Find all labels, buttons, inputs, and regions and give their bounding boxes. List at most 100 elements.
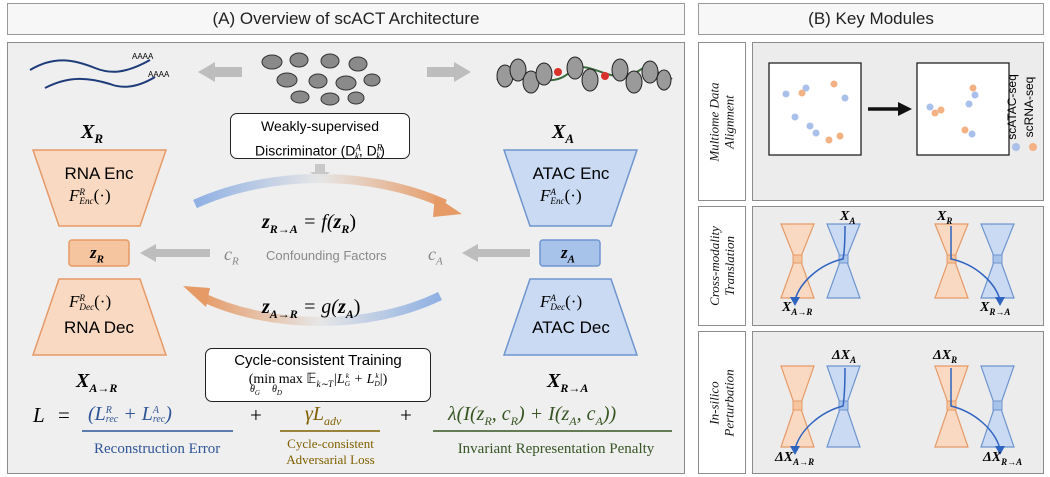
pert-dxa-main: ΔX (832, 348, 851, 363)
loss-invariant: λ(I(zR, cR) + I(zA, cA)) (448, 403, 616, 429)
x-r-label: XR (81, 121, 103, 147)
disc-a: A (355, 142, 361, 152)
bwd-arg-z: z (337, 296, 346, 318)
disc-r: R (376, 142, 383, 152)
fwd-arg: R (341, 222, 350, 236)
loss-inv-3: ) + I(z (518, 403, 570, 425)
bwd-eq: = g( (302, 296, 338, 318)
loss-inv-r1: R (484, 414, 492, 428)
legend-atac-label: scATAC-seq (1005, 74, 1019, 140)
c-a-sub: A (436, 255, 443, 268)
c-a-label: cA (428, 244, 443, 268)
cycle-theta-d: θ (271, 384, 277, 395)
pert-dxa-sub: A (850, 354, 857, 365)
loss-rec-sup-a: A (152, 405, 159, 417)
bwd-z: z (262, 296, 270, 318)
disc-k1: k (354, 151, 359, 162)
legend-rna-label: scRNA-seq (1022, 76, 1036, 138)
cycle-training-box: Cycle-consistent Training (min max 𝔼k∼T|… (205, 348, 431, 402)
loss-inv-r2: R (510, 414, 519, 428)
rna-latent-to-confounder-arrow (140, 244, 210, 262)
perturbation-dxa-label: ΔXA (832, 348, 856, 365)
z-a-label: zA (561, 243, 575, 265)
x-ar-label: XA→R (76, 370, 117, 396)
discriminator-line2: Discriminator (DAk, DRk) (231, 137, 409, 167)
pert-dxar-sub: A→R (793, 456, 815, 467)
loss-rec-open: (L (88, 403, 106, 425)
rna-enc-sub: Enc (79, 196, 94, 207)
translation-left-arrowhead-icon (790, 297, 800, 306)
panel-a-title-text: (A) Overview of scACT Architecture (212, 9, 480, 28)
z-r-main: z (90, 243, 97, 262)
disc-end: ) (380, 142, 385, 159)
trans-xar-main: X (782, 300, 792, 315)
pert-dxar-main: ΔX (775, 450, 794, 465)
loss-inv-a2: A (595, 414, 603, 428)
cycle-ld-sub: D (374, 378, 380, 388)
translation-left-path (794, 225, 846, 301)
panel-b-title-text: (B) Key Modules (808, 9, 934, 28)
translation-xra-label: XR→A (980, 300, 1010, 317)
atac-dec-arg: (·) (565, 292, 583, 311)
perturbation-left-path (794, 367, 846, 450)
loss-inv-4: , c (576, 403, 596, 425)
alignment-before-plot (768, 62, 862, 156)
x-a-label: XA (552, 121, 574, 147)
x-r-sub: R (94, 131, 104, 146)
c-r-main: c (224, 244, 232, 264)
rna-decoder-label: RNA Dec (64, 318, 134, 337)
x-a-sub: A (565, 131, 575, 146)
cells-to-atac-arrow (427, 62, 471, 82)
rna-enc-arg: (·) (93, 186, 111, 205)
trans-xa-sub: A (849, 215, 856, 226)
atac-enc-arg: (·) (564, 186, 582, 205)
loss-rec-sub-r: rec (105, 414, 119, 426)
loss-rec-sub-a: rec (152, 414, 166, 426)
chromatin-icon (496, 56, 673, 94)
rna-tail-label-2: AAAA (148, 70, 170, 79)
pert-dxr-sub: R (951, 354, 958, 365)
discriminator-box: Weakly-supervised Discriminator (DAk, DR… (230, 113, 410, 161)
trans-xa-main: X (840, 209, 850, 224)
adversarial-loss-label-2: Adversarial Loss (286, 452, 375, 467)
cycle-ld-sup: k (375, 370, 379, 380)
fwd-arg-z: z (333, 211, 342, 233)
atac-encoder-shape (502, 149, 639, 227)
translation-atac-hourglass-left (826, 223, 861, 299)
pert-dxr-main: ΔX (933, 348, 952, 363)
rna-to-atac-curve-arrow (193, 174, 462, 217)
translation-rna-hourglass-left (780, 223, 815, 299)
loss-rec-close: ) (165, 403, 172, 425)
legend-atac-dot (1012, 143, 1020, 151)
rna-tail-label-1: AAAA (132, 52, 154, 61)
loss-inv-1: λ(I(z (448, 403, 485, 425)
x-ar-sub: A→R (89, 381, 118, 395)
loss-rec-plus: + L (118, 403, 153, 425)
z-r-sub: R (96, 253, 104, 266)
atac-dec-f: F (540, 292, 551, 311)
perturbation-rna-hourglass-left (780, 365, 815, 448)
disc-mid: , D (358, 142, 377, 159)
alignment-arrow (868, 102, 912, 116)
rna-dec-arg: (·) (94, 292, 112, 311)
rna-encoder-label: RNA Enc (64, 164, 134, 183)
rna-enc-f: F (69, 186, 80, 205)
rna-molecule-icon (29, 59, 156, 89)
loss-rec-sup-r: R (105, 405, 112, 417)
backward-mapping-eq: zA→R = g(zA) (262, 296, 361, 321)
rna-dec-sub: Dec (79, 302, 95, 313)
loss-plus-2: + (400, 403, 412, 427)
loss-l: L (33, 403, 45, 428)
forward-mapping-eq: zR→A = f(zR) (262, 211, 357, 236)
cycle-plus: + L (350, 372, 375, 387)
reconstruction-error-label: Reconstruction Error (94, 441, 221, 457)
translation-right-arrowhead-icon (995, 297, 1005, 306)
fwd-sub: R→A (269, 222, 298, 236)
panel-b-title: (B) Key Modules (698, 3, 1044, 35)
x-ar-main: X (76, 370, 90, 392)
